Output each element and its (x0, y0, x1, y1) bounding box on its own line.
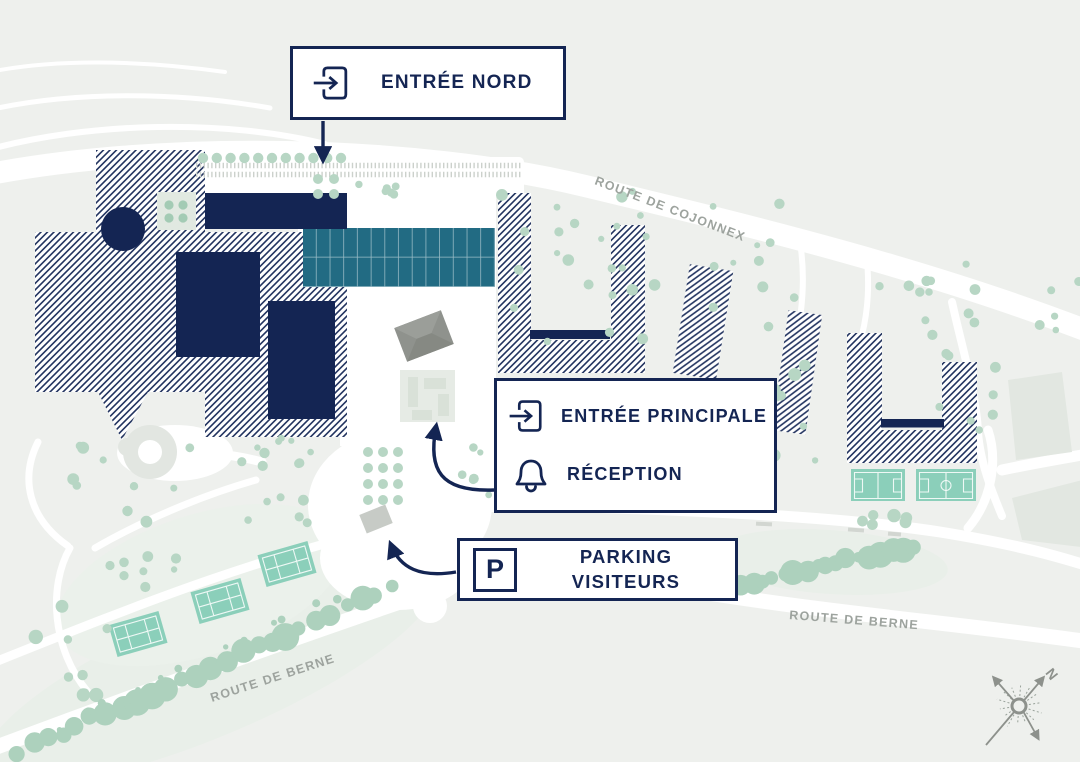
main-entrance-label: ENTRÉE PRINCIPALE (561, 405, 768, 426)
parking-ticks (196, 162, 522, 178)
compass-rose: N (985, 665, 1061, 746)
bell-icon (507, 455, 555, 495)
parking-icon: P (473, 547, 517, 592)
callout-north-entrance: ENTRÉE NORD (290, 46, 566, 120)
callout-arrows (313, 121, 495, 576)
field-polygons (1008, 372, 1080, 547)
main-entrance-arrow (424, 421, 495, 492)
parking-label-line1: PARKING (579, 546, 673, 568)
reception-label: RÉCEPTION (567, 464, 683, 485)
reception-row: RÉCEPTION (507, 446, 764, 505)
road-marking (755, 521, 902, 537)
parking-label-line2: VISITEURS (571, 570, 681, 592)
gray-building (394, 310, 454, 362)
visitor-parking-area (359, 504, 393, 534)
main-entrance-row: ENTRÉE PRINCIPALE (507, 387, 768, 446)
sports-courts (851, 469, 976, 501)
trees-layer (8, 152, 1080, 762)
navy-buildings (101, 193, 944, 428)
callout-main-entrance: ENTRÉE PRINCIPALE RÉCEPTION (494, 378, 777, 513)
white-circle-feature (413, 589, 447, 623)
north-entrance-label: ENTRÉE NORD (381, 72, 533, 93)
parking-visitors-label: PARKING VISITEURS (517, 545, 735, 593)
callout-parking-visitors: P PARKING VISITEURS (457, 538, 738, 601)
courtyard-building (400, 370, 455, 422)
entrance-icon (309, 61, 357, 105)
entrance-icon (507, 395, 549, 437)
parking-arrow (387, 539, 457, 576)
solar-roof-building (303, 228, 495, 287)
roundabout (118, 425, 177, 479)
green-square-building (157, 192, 196, 230)
